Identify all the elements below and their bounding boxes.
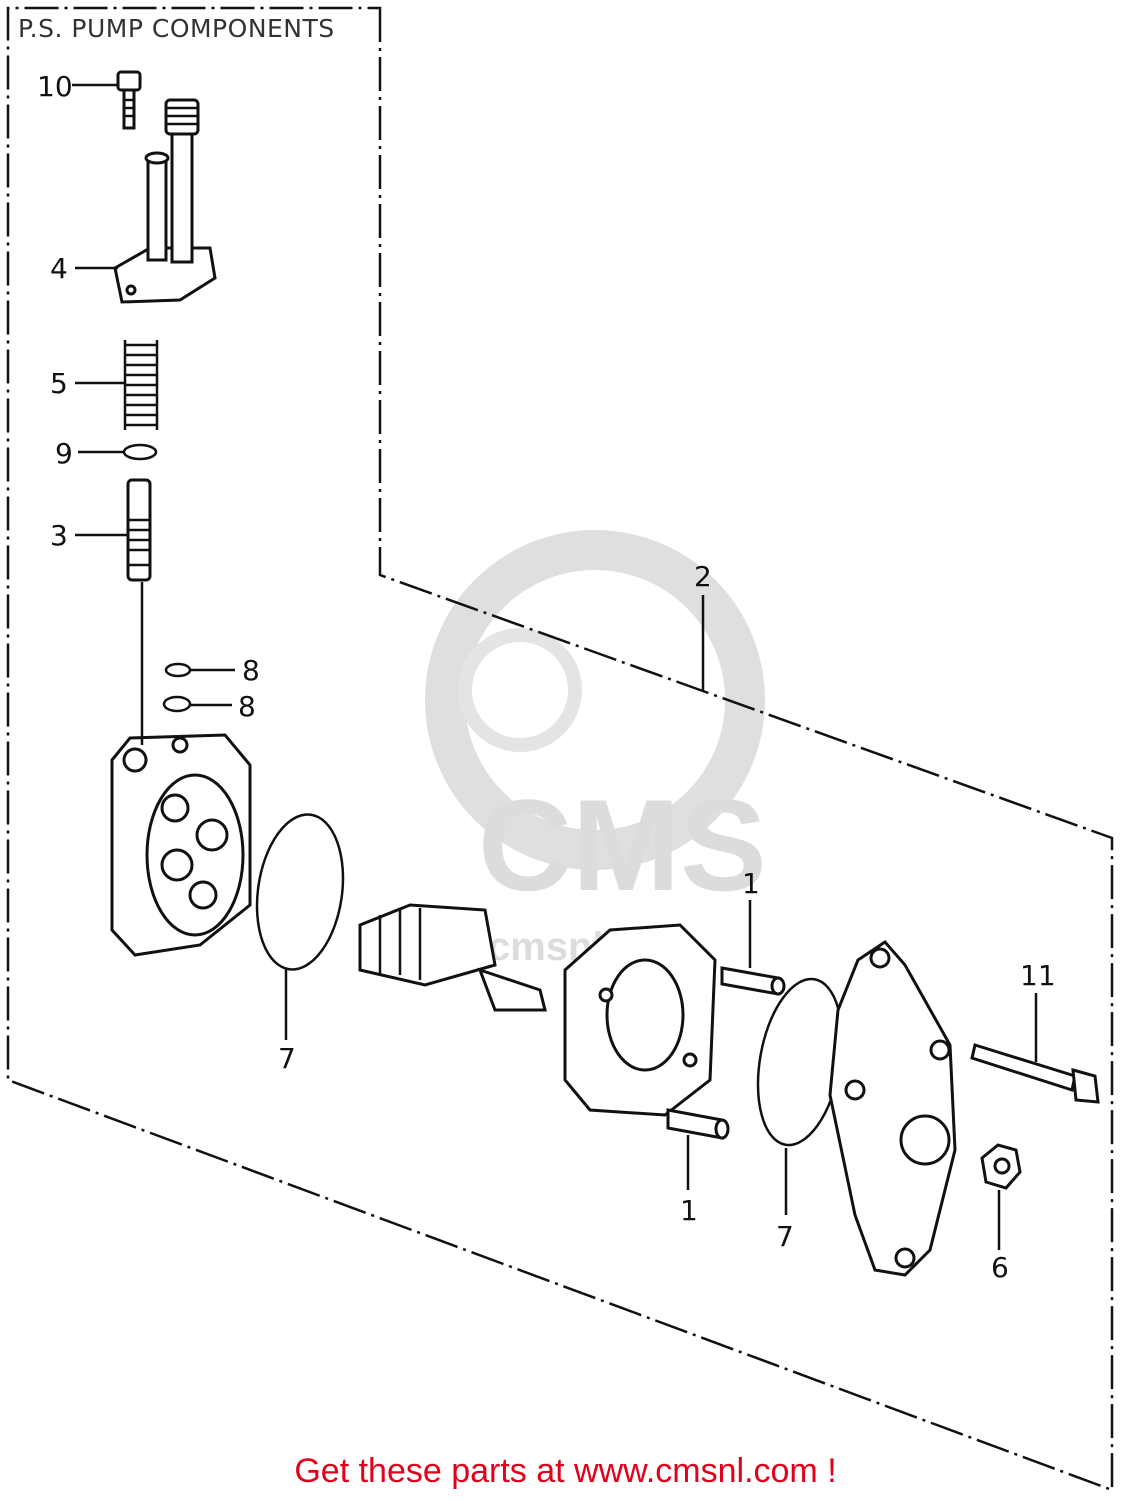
diagram-title: P.S. PUMP COMPONENTS [18, 14, 335, 43]
callout-1-b: 1 [680, 1194, 698, 1227]
assembly-frame [6, 6, 1114, 1492]
part-7-o-ring-a [255, 813, 345, 971]
callout-8-b: 8 [238, 690, 256, 723]
cam-ring [563, 923, 717, 1117]
part-11-bolt [970, 1043, 1100, 1104]
callout-10: 10 [37, 70, 73, 103]
part-8-seal-a [164, 662, 192, 678]
part-9-o-ring [122, 443, 158, 461]
rotor-shaft [358, 903, 547, 1012]
part-8-seal-b [162, 695, 192, 713]
callout-7-a: 7 [278, 1042, 296, 1075]
callouts: 10 4 5 9 3 8 8 2 1 1 7 7 11 6 [37, 70, 1056, 1284]
callout-8-a: 8 [242, 654, 260, 687]
callout-3: 3 [50, 519, 68, 552]
part-10-bolt [116, 70, 142, 130]
watermark-brand: CMS [478, 772, 767, 918]
part-4-pipe-flange [113, 98, 217, 304]
callout-2: 2 [694, 560, 712, 593]
pump-housing [110, 733, 252, 957]
callout-7-b: 7 [776, 1220, 794, 1253]
callout-5: 5 [50, 367, 68, 400]
leader-lines [72, 83, 1038, 1250]
callout-1-a: 1 [742, 867, 760, 900]
part-3-valve [126, 478, 152, 582]
callout-6: 6 [991, 1251, 1009, 1284]
footer-link-text[interactable]: Get these parts at www.cmsnl.com ! [294, 1452, 837, 1490]
callout-11: 11 [1020, 959, 1056, 992]
part-5-spring [123, 340, 159, 430]
part-1-pin-a [720, 966, 786, 996]
pump-cover [828, 940, 957, 1277]
callout-9: 9 [55, 437, 73, 470]
callout-4: 4 [50, 252, 68, 285]
part-6-nut [980, 1143, 1022, 1190]
part-1-pin-b [666, 1108, 730, 1140]
